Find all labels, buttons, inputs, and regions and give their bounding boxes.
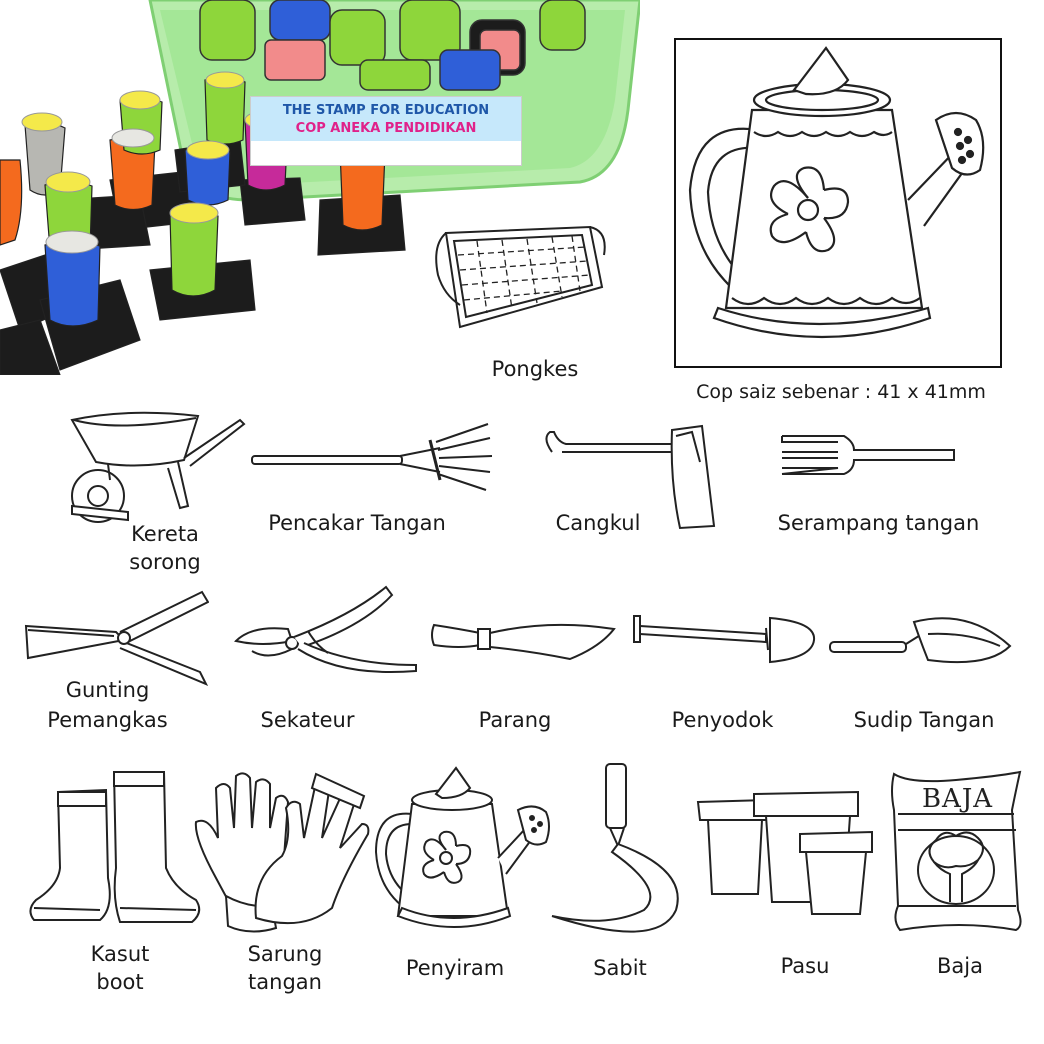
machete-icon (430, 615, 620, 665)
label-kasut-2: boot (96, 970, 144, 994)
label-pongkes: Pongkes (491, 357, 579, 381)
label-kasut-1: Kasut (90, 942, 150, 966)
label-cangkul: Cangkul (555, 511, 641, 535)
secateurs-icon (232, 585, 422, 680)
label-gunting-1: Gunting (65, 678, 150, 702)
label-baja: Baja (937, 954, 983, 978)
label-sarung-1: Sarung (247, 942, 323, 966)
label-sekateur: Sekateur (260, 708, 355, 732)
label-penyiram: Penyiram (405, 956, 505, 980)
banner-subtitle: COP ANEKA PENDIDIKAN (295, 121, 477, 136)
sample-stamp-frame (674, 38, 1002, 368)
sack-label-text: BAJA (921, 784, 994, 814)
gloves-icon (192, 768, 372, 943)
banner-title: THE STAMP FOR EDUCATION (282, 103, 490, 118)
product-banner: THE STAMP FOR EDUCATION COP ANEKA PENDID… (250, 96, 522, 166)
hand-fork-icon (778, 430, 958, 480)
label-gunting-2: Pemangkas (47, 708, 168, 732)
label-sudip-tangan: Sudip Tangan (853, 708, 995, 732)
label-kereta-sorong-2: sorong (129, 550, 201, 574)
label-sabit: Sabit (593, 956, 647, 980)
label-penyodok: Penyodok (671, 708, 774, 732)
trowel-icon (828, 610, 1014, 670)
wheelbarrow-icon (68, 408, 248, 533)
label-pencakar-tangan: Pencakar Tangan (268, 511, 446, 535)
shovel-icon (632, 612, 818, 672)
hoe-icon (542, 422, 722, 532)
fertilizer-sack-icon: BAJA (890, 770, 1025, 935)
label-serampang-tangan: Serampang tangan (777, 511, 980, 535)
label-kereta-sorong-1: Kereta (131, 522, 199, 546)
product-photo: THE STAMP FOR EDUCATION COP ANEKA PENDID… (0, 0, 640, 375)
watering-can-large-icon (688, 46, 985, 339)
basket-icon (432, 215, 612, 340)
sickle-icon (548, 760, 693, 945)
flower-pots-icon (696, 790, 876, 920)
hedge-shears-icon (24, 588, 209, 688)
banner-strip (251, 97, 521, 141)
sample-caption: Cop saiz sebenar : 41 x 41mm (696, 381, 986, 403)
label-parang: Parang (478, 708, 552, 732)
label-pasu: Pasu (780, 954, 830, 978)
label-sarung-2: tangan (248, 970, 322, 994)
hand-rake-icon (250, 420, 495, 500)
boots-icon (24, 768, 204, 938)
watering-can-icon (372, 766, 552, 936)
